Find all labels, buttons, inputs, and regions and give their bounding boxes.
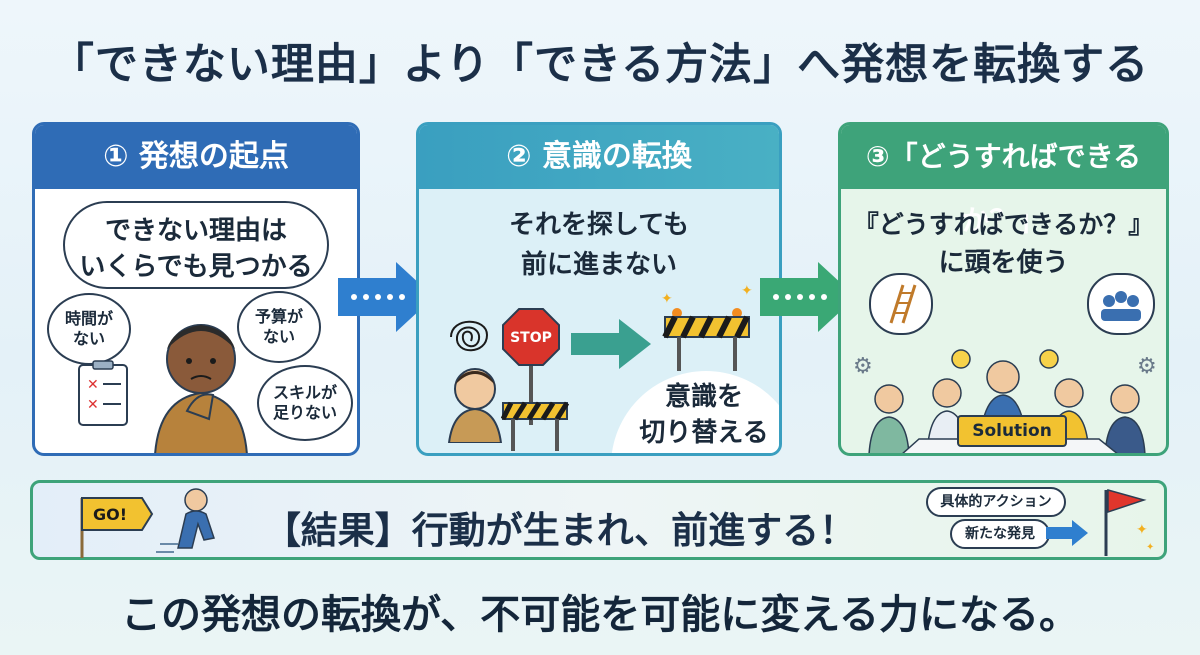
svg-text:✦: ✦: [741, 283, 753, 299]
panel-how-can-we: ③「どうすればできるか？」 『どうすればできるか？』 に頭を使う ⚙ ⚙: [838, 122, 1169, 456]
svg-text:✦: ✦: [661, 291, 673, 307]
go-flag-label: GO!: [93, 505, 127, 524]
outcome-pill-discovery: 新たな発見: [950, 519, 1050, 549]
svg-text:✕: ✕: [87, 397, 99, 413]
panel-1-heading: ① 発想の起点: [35, 125, 357, 189]
checklist-icon: ✕ ✕: [78, 360, 128, 426]
barrier-large-icon: ✦ ✦: [661, 283, 753, 371]
confused-person-illustration: [447, 368, 503, 443]
panel-2-caption-2: 前に進まない: [520, 250, 677, 280]
stop-sign-icon: STOP: [502, 308, 560, 425]
panel-3-heading: ③「どうすればできるか？」: [841, 125, 1166, 237]
panel-1-body: できない理由は いくらでも見つかる 時間が ない 予算が ない スキルが 足りな…: [35, 189, 357, 453]
stop-sign-label: STOP: [510, 330, 552, 346]
svg-text:✦: ✦: [1146, 542, 1154, 553]
goal-flag-icon: ✦ ✦: [1104, 489, 1154, 556]
arrow-step-2-to-3: [760, 262, 856, 332]
panel-3-caption-1: 『どうすればできるか？』: [853, 210, 1154, 239]
svg-text:✕: ✕: [87, 377, 99, 393]
thought-line-2: いくらでも見つかる: [79, 252, 313, 282]
panel-2-caption-1: それを探しても: [509, 210, 689, 240]
result-text: 【結果】行動が生まれ、前進する！: [263, 509, 857, 552]
tangled-scribble-icon: [450, 320, 489, 352]
worried-person-illustration: [154, 324, 248, 453]
svg-text:⚙: ⚙: [1137, 354, 1157, 379]
footer-message: この発想の転換が、不可能を可能に変える力になる。: [121, 592, 1079, 638]
svg-text:⚙: ⚙: [853, 354, 873, 379]
thought-cloud: できない理由は いくらでも見つかる: [63, 201, 329, 289]
panel-mind-shift: ② 意識の転換 それを探しても 前に進まない STOP ✦ ✦: [416, 122, 782, 456]
svg-text:✦: ✦: [1136, 522, 1148, 538]
team-meeting-icon: [1101, 291, 1141, 321]
bubble-no-time: 時間が ない: [47, 293, 131, 365]
panel-3-caption-2: に頭を使う: [938, 248, 1069, 278]
thought-line-1: できない理由は: [104, 216, 287, 246]
panel-starting-point: ① 発想の起点 できない理由は いくらでも見つかる 時間が ない 予算が ない …: [32, 122, 360, 456]
outcome-arrow-icon: [1046, 520, 1088, 546]
arrow-step-1-to-2: [338, 262, 434, 332]
barrier-small-icon: [501, 401, 569, 451]
switch-label-1: 意識を: [664, 382, 743, 412]
ladder-icon: [889, 284, 917, 324]
bubble-no-budget: 予算が ない: [237, 291, 321, 363]
meeting-thought-bubble: [1087, 273, 1155, 335]
switch-label-2: 切り替える: [639, 418, 769, 448]
panel-2-body: それを探しても 前に進まない STOP ✦ ✦: [419, 189, 779, 453]
go-runner-illustration: GO!: [80, 488, 215, 558]
panel-2-heading: ② 意識の転換: [419, 125, 779, 189]
outcome-pill-action: 具体的アクション: [926, 487, 1066, 517]
bubble-no-skill: スキルが 足りない: [257, 365, 353, 441]
page-title: 「できない理由」より「できる方法」へ発想を転換する: [50, 40, 1150, 90]
ladder-thought-bubble: [869, 273, 933, 335]
arrow-shift-icon: [571, 319, 651, 369]
solution-label: Solution: [957, 415, 1067, 447]
panel-3-body: 『どうすればできるか？』 に頭を使う ⚙ ⚙: [841, 189, 1166, 453]
